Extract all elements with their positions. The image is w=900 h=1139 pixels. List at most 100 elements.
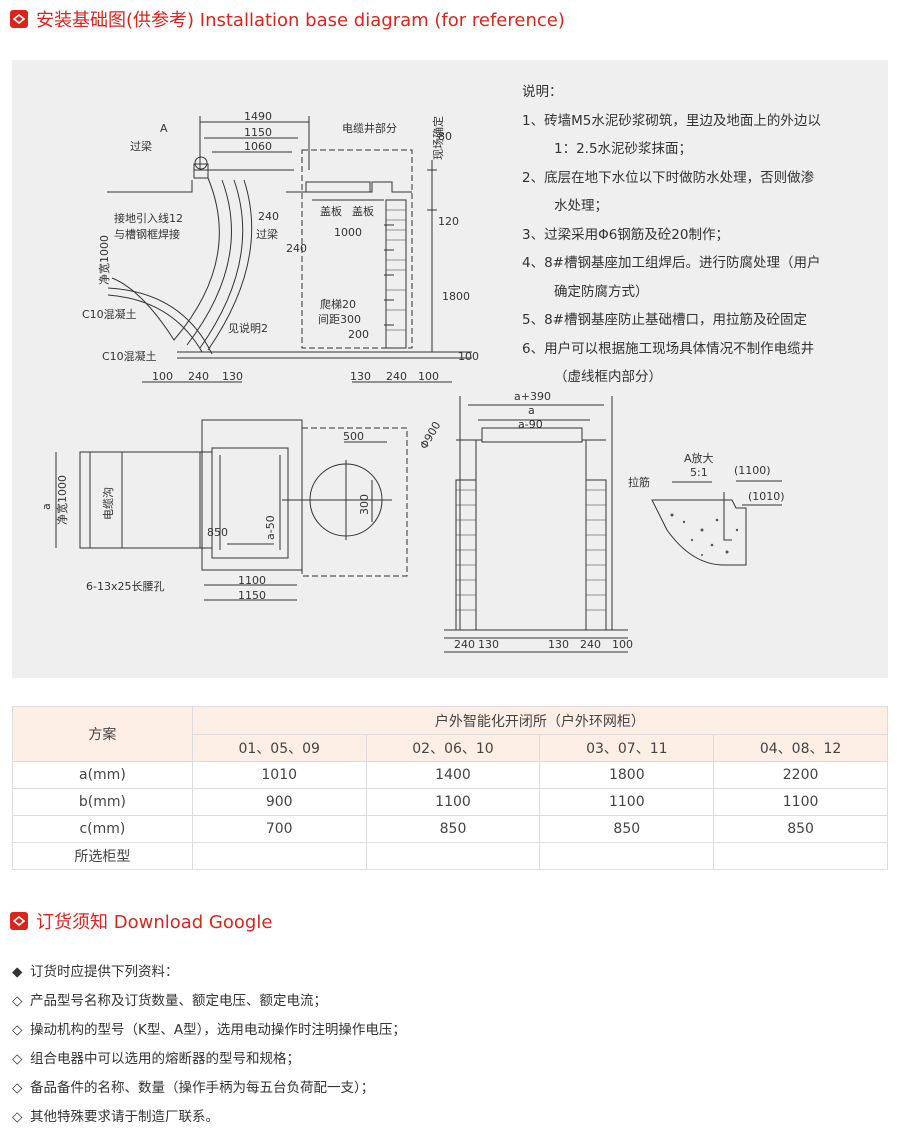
list-item-text: 操动机构的型号（K型、A型），选用电动操作时注明操作电压； [30,1022,406,1038]
label-tie-bar: 拉筋 [628,475,650,489]
list-item-text: 其他特殊要求请于制造厂联系。 [30,1109,219,1125]
note-line: 1：2.5水泥砂浆抹面； [554,141,693,157]
label-c10-b: C10混凝土 [102,349,157,363]
table-group-header: 户外智能化开闭所（户外环网柜） [191,706,889,735]
list-item-text: 备品备件的名称、数量（操作手柄为每五台负荷配一支）； [30,1080,375,1096]
table-cell [365,842,541,870]
note-line: 确定防腐方式） [554,283,649,300]
dim-a-left: a [40,503,53,510]
diamond-outline-icon: ◇ [12,1109,23,1125]
dim-1100: 1100 [238,574,266,587]
table-column-header: 03、07、11 [539,734,715,762]
diamond-outline-icon: ◇ [12,1051,23,1067]
dim-p1100: (1100) [734,464,771,477]
note-line: 5、8#槽钢基座防止基础槽口，用拉筋及砼固定 [522,312,807,328]
diamond-outline-icon: ◇ [12,1080,23,1096]
dim-1490: 1490 [244,110,272,123]
list-item: ◇ 产品型号名称及订货数量、额定电压、额定电流； [12,987,406,1016]
dim-a-plus-390: a+390 [514,390,551,403]
note-line: 6、用户可以根据施工现场具体情况不制作电缆井 [522,340,815,357]
table-row-label: b(mm) [12,788,193,816]
label-gaiban-1: 盖板 [320,204,342,218]
label-guoliang: 过梁 [130,139,152,153]
notes-block: 说明： 1、砖墙M5水泥砂浆砌筑，里边及地面上的外边以 1：2.5水泥砂浆抹面；… [522,78,872,392]
list-item: ◇ 组合电器中可以选用的熔断器的型号和规格； [12,1045,406,1074]
dim-240h: 240 [286,242,307,255]
list-item-text: 产品型号名称及订货数量、额定电压、额定电流； [30,993,327,1009]
list-item-text: 订货时应提供下列资料： [30,964,179,980]
table-cell: 1100 [713,788,888,816]
label-ladder-1: 爬梯20 [320,298,356,311]
label-ground-2: 与槽钢框焊接 [114,227,180,241]
dim-1150b: 1150 [238,589,266,602]
label-scale: 5:1 [690,466,708,479]
label-slot-holes: 6-13x25长腰孔 [86,580,164,593]
table-row: c(mm) 700 850 850 850 [12,815,888,843]
table-header-row: 方案 户外智能化开闭所（户外环网柜） [12,706,889,762]
list-item-text: 组合电器中可以选用的熔断器的型号和规格； [30,1051,300,1067]
label-ladder-2: 间距300 [318,313,361,326]
table-cell: 1400 [365,761,541,789]
dim-200: 200 [348,328,369,341]
dim-b240: 240 [188,370,209,383]
table-subheader-row: 01、05、09 02、06、10 03、07、11 04、08、12 [13,734,888,762]
table-cell [713,842,888,870]
dim-a: a [528,404,535,417]
table-row: a(mm) 1010 1400 1800 2200 [12,761,888,789]
dim-1800: 1800 [442,290,470,303]
list-item: ◇ 备品备件的名称、数量（操作手柄为每五台负荷配一支）； [12,1074,406,1103]
label-ground-1: 接地引入线12 [114,211,183,225]
dim-500: 500 [343,430,364,443]
label-net-width: 净宽1000 [97,235,111,285]
label-see-note2: 见说明2 [228,321,268,335]
table-cell: 1800 [539,761,715,789]
label-site-determined: 现场确定 [431,116,445,160]
table-cell: 2200 [713,761,888,789]
dim-300: 300 [358,494,371,515]
dim-s130: 130 [478,638,499,651]
table-cell: 850 [539,815,715,843]
dim-b100r: 100 [418,370,439,383]
label-cable-well: 电缆井部分 [342,121,397,135]
section-title-installation: 安装基础图(供参考) Installation base diagram (fo… [10,6,565,32]
table-cell [539,842,715,870]
table-cell: 1010 [191,761,367,789]
dim-1150: 1150 [244,126,272,139]
dim-s130r: 130 [548,638,569,651]
list-item: ◇ 其他特殊要求请于制造厂联系。 [12,1103,406,1132]
table-cell: 1100 [365,788,541,816]
table-row: b(mm) 900 1100 1100 1100 [12,788,888,816]
label-cable-trench: 电缆沟 [102,487,115,520]
label-net-width-2: 净宽1000 [55,475,69,525]
installation-diagram: 1490 1150 1060 A 过梁 电缆井部分 80 120 240 240… [12,60,888,678]
label-gaiban-2: 盖板 [352,204,374,218]
dim-p1010: (1010) [748,490,785,503]
table-row-label: 所选柜型 [12,842,193,870]
dim-s240r: 240 [580,638,601,651]
table-cell: 850 [713,815,888,843]
table-column-header: 02、06、10 [365,734,541,762]
label-A-zoom: A放大 [684,451,714,465]
dim-a-minus-90: a-90 [518,418,543,431]
table-cell: 900 [191,788,367,816]
table-row-label: a(mm) [12,761,193,789]
spec-table: 方案 户外智能化开闭所（户外环网柜） 01、05、09 02、06、10 03、… [12,706,889,870]
dim-1060: 1060 [244,140,272,153]
table-column-header: 01、05、09 [191,734,367,762]
diamond-filled-icon: ◆ [12,964,23,980]
dim-1000: 1000 [334,226,362,239]
dim-b100: 100 [152,370,173,383]
dim-b130: 130 [222,370,243,383]
diamond-outline-icon: ◇ [12,993,23,1009]
dim-s240: 240 [454,638,475,651]
table-row-label: c(mm) [12,815,193,843]
notes-heading: 说明： [522,84,563,100]
dim-phi900: Φ900 [417,419,443,451]
label-c10-a: C10混凝土 [82,307,137,321]
dim-b130r: 130 [350,370,371,383]
dim-b240r: 240 [386,370,407,383]
table-cell: 700 [191,815,367,843]
note-line: 2、底层在地下水位以下时做防水处理，否则做渗 [522,169,815,186]
note-line: 水处理； [554,198,608,214]
order-notes-list: ◆ 订货时应提供下列资料： ◇ 产品型号名称及订货数量、额定电压、额定电流； ◇ 操动… [12,958,406,1132]
